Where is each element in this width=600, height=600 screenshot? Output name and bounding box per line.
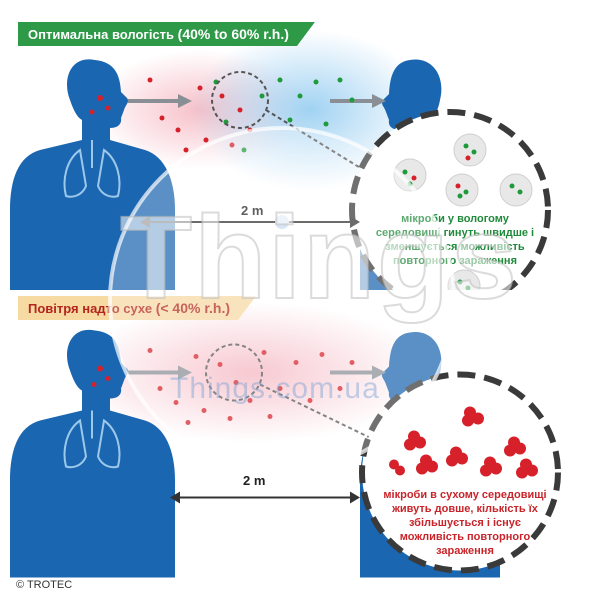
banner-range: (< 40% r.h.)	[155, 300, 230, 316]
distance-arrow-bottom	[170, 491, 360, 504]
person-left	[10, 329, 175, 578]
distance-label: 2 m	[241, 203, 264, 218]
caption-dry: мікроби в сухому середовищі живуть довше…	[383, 489, 547, 557]
banner-label: Оптимальна вологість	[28, 26, 175, 42]
humidity-banner-optimal: Оптимальна вологість (40% to 60% r.h.)	[18, 22, 315, 46]
humid-scenario-panel: Оптимальна вологість (40% to 60% r.h.) 2…	[0, 0, 600, 290]
caption-humid: мікроби у вологому середовищі гинуть шви…	[375, 213, 535, 267]
banner-label: Повітря надто сухе	[28, 300, 153, 316]
humidity-banner-dry: Повітря надто сухе (< 40% r.h.)	[18, 296, 256, 320]
airflow-arrow-left	[128, 94, 192, 108]
copyright-notice: © TROTEC	[16, 579, 73, 591]
banner-range: (40% to 60% r.h.)	[177, 26, 289, 42]
dry-scenario-panel: Повітря надто сухе (< 40% r.h.) 2 m мікр…	[0, 290, 600, 578]
distance-label: 2 m	[243, 473, 266, 488]
droplets-green	[213, 77, 355, 153]
